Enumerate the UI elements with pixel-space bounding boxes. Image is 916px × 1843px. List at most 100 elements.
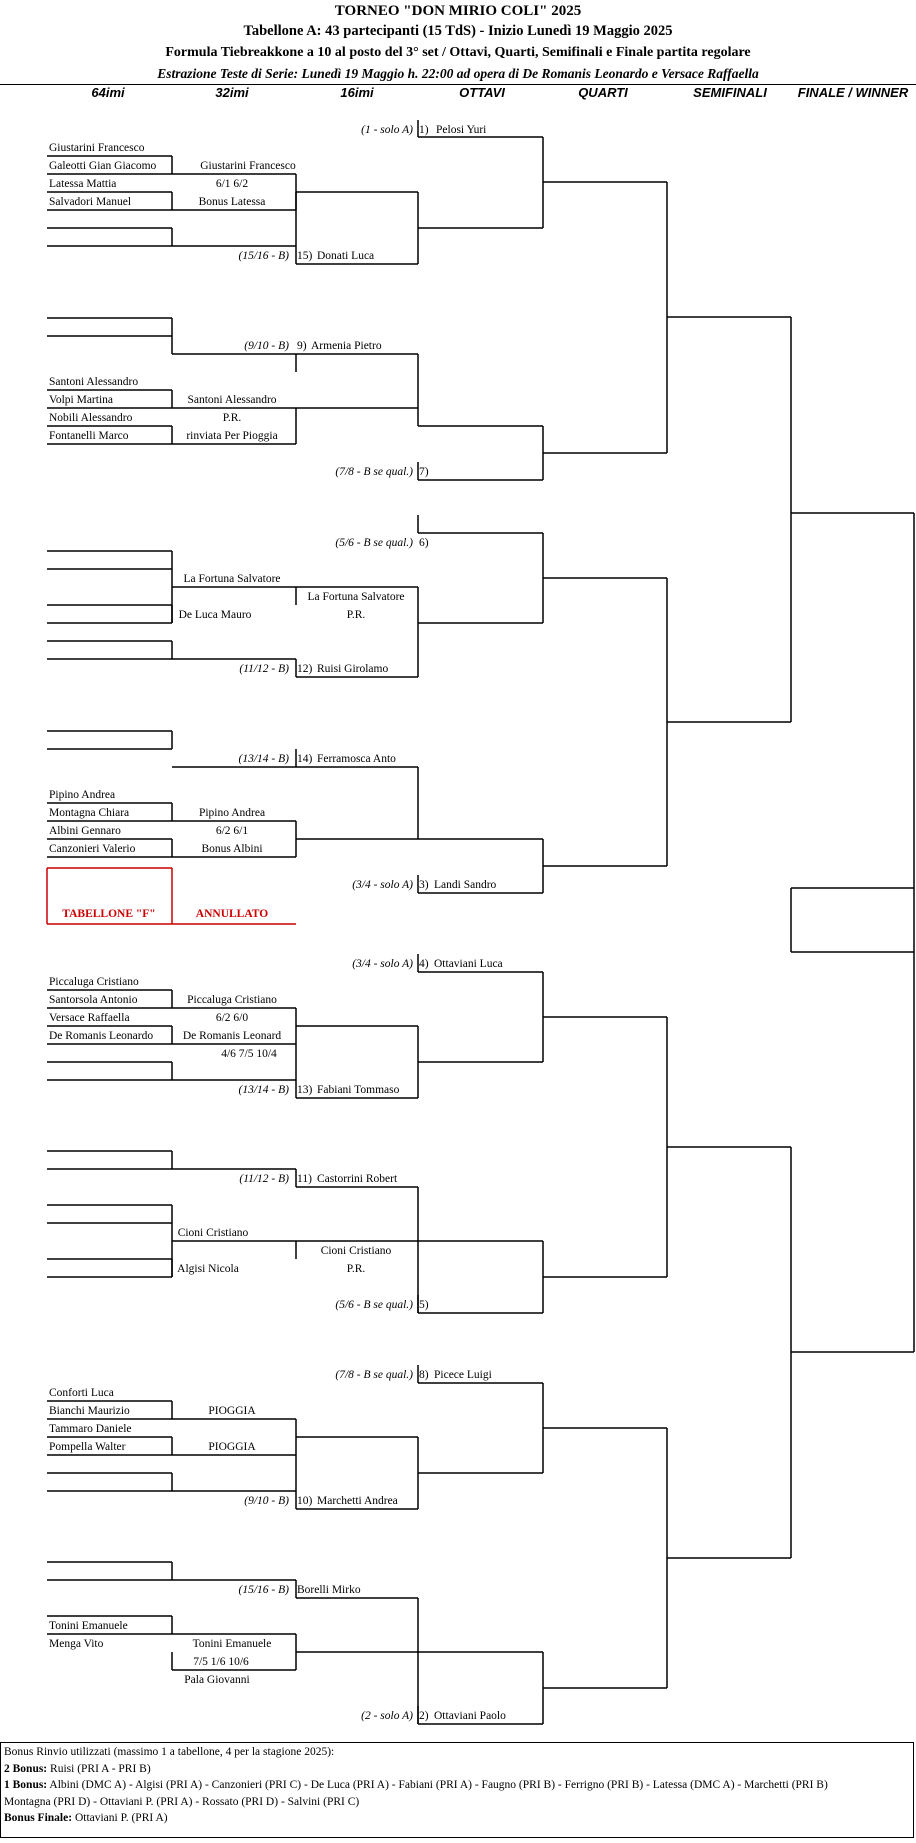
seed-number: 1) <box>419 124 429 136</box>
r16-player: Marchetti Andrea <box>317 1495 398 1507</box>
r32-winner: Algisi Nicola <box>177 1263 239 1275</box>
r32-winner: De Romanis Leonard <box>182 1030 282 1042</box>
col-ottavi: OTTAVI <box>459 85 505 100</box>
r32-winner: PIOGGIA <box>208 1405 256 1417</box>
player-slot: Conforti Luca <box>49 1387 114 1399</box>
match-score: 7/5 1/6 10/6 <box>193 1656 249 1668</box>
seed-number: 6) <box>419 537 429 549</box>
r16-player: Ruisi Girolamo <box>317 663 389 675</box>
footer-text: Albini (DMC A) - Algisi (PRI A) - Canzon… <box>47 1779 828 1791</box>
seed-label: (15/16 - B) <box>238 250 289 262</box>
tournament-subtitle: Tabellone A: 43 partecipanti (15 TdS) - … <box>243 23 673 39</box>
seed-number: 2) <box>419 1710 429 1722</box>
seed-label: (9/10 - B) <box>244 340 289 352</box>
seed-draw-note: Estrazione Teste di Serie: Lunedì 19 Mag… <box>157 66 759 81</box>
seed-number: 3) <box>419 879 429 891</box>
r16-player: Landi Sandro <box>434 879 497 891</box>
match-score: 6/2 6/1 <box>215 825 249 837</box>
player-slot: Tonini Emanuele <box>49 1620 128 1632</box>
col-finale: FINALE / WINNER <box>797 85 909 100</box>
seed-label: (1 - solo A) <box>361 124 413 136</box>
player-slot: Tammaro Daniele <box>49 1423 132 1435</box>
seed-label: (11/12 - B) <box>239 1173 289 1185</box>
seed-number: 4) <box>419 958 429 970</box>
col-16imi: 16imi <box>340 85 374 100</box>
r32-winner: Piccaluga Cristiano <box>187 994 277 1006</box>
player-slot: De Romanis Leonardo <box>49 1030 154 1042</box>
seed-number: 13) <box>297 1084 313 1096</box>
r16-player: Fabiani Tommaso <box>317 1084 400 1096</box>
col-semifinali: SEMIFINALI <box>693 85 767 100</box>
footer-text: Ruisi (PRI A - PRI B) <box>47 1762 151 1775</box>
seed-number: 5) <box>419 1299 429 1311</box>
r16-player: Ottaviani Paolo <box>434 1710 506 1722</box>
seed-number: 15) <box>297 250 313 262</box>
footer-one-bonus-cont: Montagna (PRI D) - Ottaviani P. (PRI A) … <box>4 1795 360 1808</box>
player-slot: Salvadori Manuel <box>49 196 132 208</box>
footer-label: 2 Bonus: <box>4 1762 48 1775</box>
r32-winner: De Luca Mauro <box>178 609 252 621</box>
player-slot: Piccaluga Cristiano <box>49 976 139 988</box>
match-score: P.R. <box>346 609 366 621</box>
seed-number: 14) <box>297 753 313 765</box>
r32-winner: Bonus Albini <box>201 843 263 855</box>
match-score: 4/6 7/5 10/4 <box>221 1048 277 1060</box>
footer-final-bonus: Bonus Finale: Ottaviani P. (PRI A) <box>4 1810 910 1827</box>
player-slot: Canzonieri Valerio <box>49 843 136 855</box>
match-score: P.R. <box>222 412 242 424</box>
seed-label: (5/6 - B se qual.) <box>335 537 413 549</box>
r32-winner: Pala Giovanni <box>184 1674 250 1686</box>
seed-label: (7/8 - B se qual.) <box>335 466 413 478</box>
footer-label: 1 Bonus: <box>4 1779 48 1791</box>
seed-label: (7/8 - B se qual.) <box>335 1369 413 1381</box>
col-64imi: 64imi <box>91 85 125 100</box>
player-slot: Bianchi Maurizio <box>49 1405 130 1417</box>
r16-player: Borelli Mirko <box>297 1584 361 1596</box>
r16-player: Picece Luigi <box>434 1369 492 1381</box>
bracket-lines <box>46 120 915 1725</box>
seed-label: (2 - solo A) <box>361 1710 413 1722</box>
col-32imi: 32imi <box>215 85 249 100</box>
player-slot: Giustarini Francesco <box>49 142 145 154</box>
player-slot: Santorsola Antonio <box>49 994 138 1006</box>
player-slot: Volpi Martina <box>49 394 113 406</box>
r32-winner: Giustarini Francesco <box>200 160 296 172</box>
r16-player: Armenia Pietro <box>311 340 382 352</box>
footer-one-bonus: 1 Bonus: Albini (DMC A) - Algisi (PRI A)… <box>4 1777 910 1794</box>
seed-number: 8) <box>419 1369 429 1381</box>
player-slot: Menga Vito <box>49 1638 104 1650</box>
r32-winner: Tonini Emanuele <box>192 1638 272 1650</box>
tournament-formula: Formula Tiebreakkone a 10 al posto del 3… <box>165 45 751 60</box>
seed-label: (11/12 - B) <box>239 663 289 675</box>
r16-winner: Cioni Cristiano <box>320 1245 392 1257</box>
player-slot: Galeotti Gian Giacomo <box>49 160 157 172</box>
annulled-bracket-label: TABELLONE "F" <box>62 908 156 920</box>
seed-label: (3/4 - solo A) <box>352 958 413 970</box>
r16-player: Pelosi Yuri <box>436 124 487 136</box>
player-slot: Nobili Alessandro <box>49 412 133 424</box>
r32-winner: rinviata Per Pioggia <box>186 430 278 442</box>
col-quarti: QUARTI <box>578 85 628 100</box>
seed-number: 12) <box>297 663 313 675</box>
footer-text: Ottaviani P. (PRI A) <box>72 1812 168 1824</box>
seed-number: 7) <box>419 466 429 478</box>
r32-winner: La Fortuna Salvatore <box>183 573 281 585</box>
footer-two-bonus: 2 Bonus: Ruisi (PRI A - PRI B) <box>4 1761 910 1778</box>
r16-winner: La Fortuna Salvatore <box>307 591 405 603</box>
tournament-title: TORNEO "DON MIRIO COLI" 2025 <box>334 3 582 19</box>
seed-label: (13/14 - B) <box>238 1084 289 1096</box>
r32-winner: Santoni Alessandro <box>187 394 277 406</box>
player-slot: Pompella Walter <box>49 1441 126 1453</box>
match-score: 6/2 6/0 <box>215 1012 249 1024</box>
seed-label: (3/4 - solo A) <box>352 879 413 891</box>
player-slot: Pipino Andrea <box>49 789 116 801</box>
r16-player: Ferramosca Anto <box>317 753 396 765</box>
seed-label: (5/6 - B se qual.) <box>335 1299 413 1311</box>
r32-winner: Pipino Andrea <box>198 807 266 819</box>
player-slot: Versace Raffaella <box>49 1012 130 1024</box>
match-score: P.R. <box>346 1263 366 1275</box>
seed-label: (13/14 - B) <box>238 753 289 765</box>
match-score: 6/1 6/2 <box>215 178 249 190</box>
header-rule <box>0 84 916 85</box>
r16-player: Donati Luca <box>317 250 375 262</box>
